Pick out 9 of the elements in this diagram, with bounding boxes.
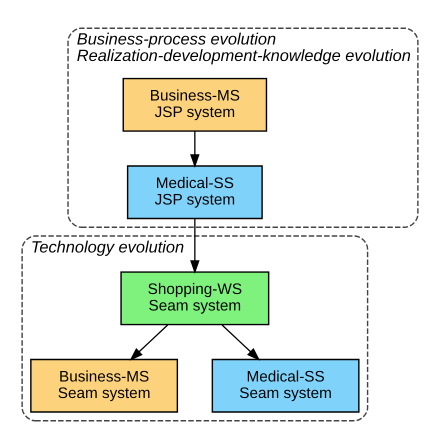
- node-box: Medical-SS JSP system: [126, 164, 262, 219]
- arrow: [190, 218, 200, 274]
- node-box: Business-MS Seam system: [30, 358, 178, 412]
- node-box: Business-MS JSP system: [122, 77, 267, 132]
- arrow: [129, 324, 168, 360]
- arrow: [221, 324, 260, 360]
- node-box: Medical-SS Seam system: [211, 358, 360, 412]
- node-box: Shopping-WS Seam system: [120, 270, 269, 325]
- arrow: [190, 130, 200, 168]
